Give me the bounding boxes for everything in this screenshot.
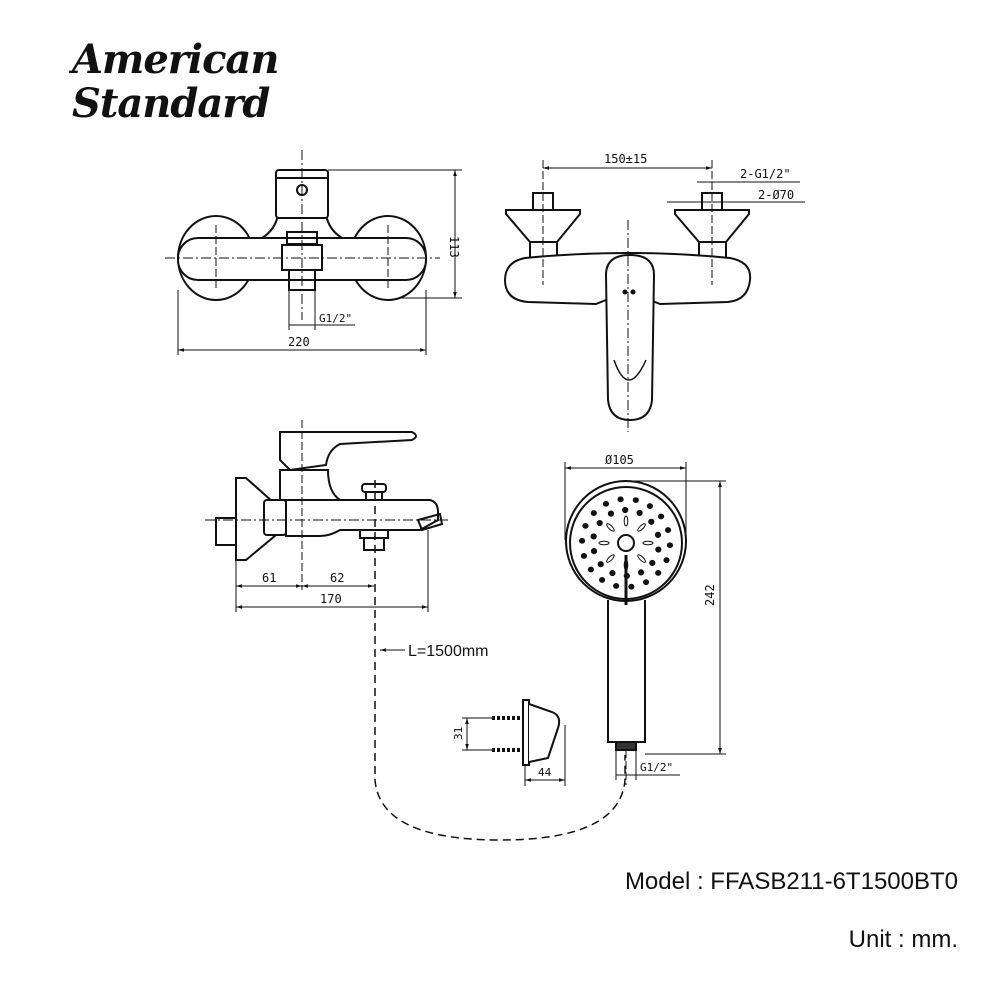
side-dim-total: 170 xyxy=(320,592,342,606)
spacing-label: 150±15 xyxy=(604,152,647,166)
nozzle-dot xyxy=(596,519,603,527)
nozzle-dot xyxy=(606,554,615,563)
front-width-label: 220 xyxy=(288,335,310,349)
nozzle-dot xyxy=(580,553,588,559)
bracket-spacing-label: 31 xyxy=(452,727,465,740)
front-view: 220 113 G1/2" xyxy=(165,150,462,355)
front-outlet-label: G1/2" xyxy=(319,312,352,325)
nozzle-dot xyxy=(587,566,594,573)
shower-length-label: 242 xyxy=(703,584,717,606)
inlet-label: 2-G1/2" xyxy=(740,167,791,181)
side-dim-b: 62 xyxy=(330,571,344,585)
nozzle-dot xyxy=(590,548,598,555)
nozzle-dot xyxy=(642,579,650,586)
hose: L=1500mm xyxy=(374,480,626,841)
nozzle-dot xyxy=(664,527,672,533)
hand-shower: Ø105 242 G1/2" xyxy=(564,453,726,785)
shower-diameter-label: Ø105 xyxy=(605,453,634,467)
brand-line2: Standard xyxy=(72,80,270,127)
front-height-label: 113 xyxy=(447,236,461,258)
nozzle-dot xyxy=(646,503,654,509)
nozzle-dot xyxy=(663,557,670,564)
nozzle-dot xyxy=(666,542,674,549)
unit-label: Unit : mm. xyxy=(848,926,958,953)
nozzle-dot xyxy=(622,506,629,514)
nozzle-dot xyxy=(582,522,589,529)
top-view: 150±15 2-G1/2" 2-Ø70 xyxy=(503,152,805,432)
nozzle-dot xyxy=(648,518,655,525)
nozzle-dot xyxy=(590,533,597,540)
nozzle-dot xyxy=(598,540,610,546)
nozzle-dot xyxy=(654,531,662,538)
shower-thread-label: G1/2" xyxy=(640,761,673,774)
side-dim-a: 61 xyxy=(262,571,276,585)
nozzle-dot xyxy=(637,554,646,563)
hose-length-label: L=1500mm xyxy=(408,643,489,660)
nozzle-dot xyxy=(636,509,643,517)
brand-logo: American Standard xyxy=(72,36,279,127)
nozzle-dot xyxy=(597,561,604,568)
nozzle-dot xyxy=(623,515,629,527)
nozzle-dot xyxy=(602,500,610,507)
nozzle-dot xyxy=(613,582,620,589)
nozzle-dot xyxy=(628,583,635,590)
nozzle-dot xyxy=(637,569,645,576)
nozzle-dot xyxy=(606,523,615,532)
nozzle-dot xyxy=(637,523,646,532)
nozzle-dot xyxy=(607,510,615,517)
nozzle-dot xyxy=(609,569,616,577)
nozzle-dot xyxy=(642,540,654,546)
model-number: Model : FFASB211-6T1500BT0 xyxy=(624,868,958,895)
side-view: 61 62 170 xyxy=(205,420,448,612)
nozzle-dot xyxy=(632,497,639,504)
wall-bracket: 31 44 xyxy=(452,699,566,786)
nozzle-dot xyxy=(617,496,624,503)
nozzle-dot xyxy=(590,510,597,516)
bracket-depth-label: 44 xyxy=(538,766,552,779)
brand-line1: American xyxy=(72,36,279,83)
flange-label: 2-Ø70 xyxy=(758,188,794,202)
nozzle-dot xyxy=(655,570,662,576)
nozzle-dot xyxy=(658,513,665,520)
nozzle-dot xyxy=(598,577,606,583)
nozzle-dot xyxy=(655,546,662,553)
nozzle-dot xyxy=(578,537,586,544)
nozzle-dot xyxy=(649,559,656,567)
